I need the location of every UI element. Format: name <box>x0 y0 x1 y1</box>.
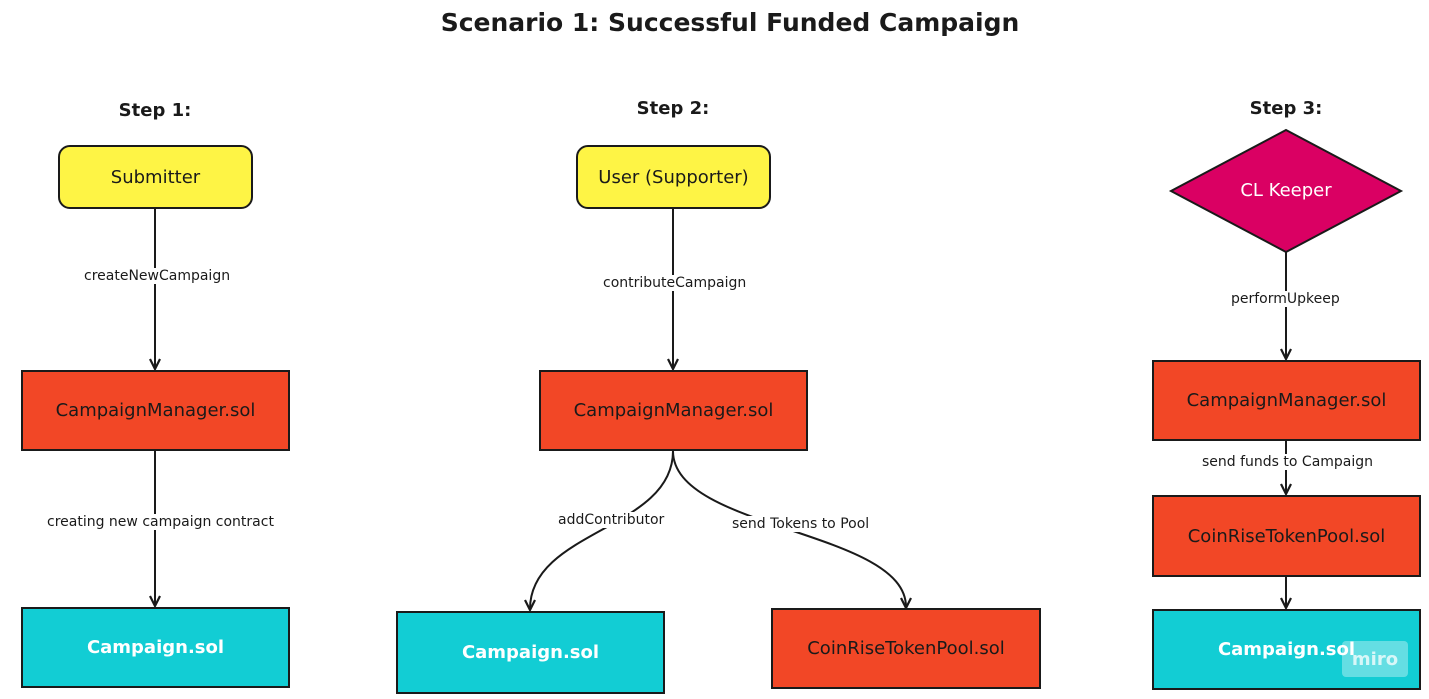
diagram-title: Scenario 1: Successful Funded Campaign <box>440 8 1020 37</box>
token-pool-node-step3: CoinRiseTokenPool.sol <box>1152 495 1421 577</box>
campaign-manager-node-step2: CampaignManager.sol <box>539 370 808 451</box>
submitter-node: Submitter <box>58 145 253 209</box>
token-pool-node-step2: CoinRiseTokenPool.sol <box>771 608 1041 689</box>
campaign-manager-node-step1: CampaignManager.sol <box>21 370 290 451</box>
step-3-heading: Step 3: <box>1249 98 1323 119</box>
contribute-campaign-label: contributeCampaign <box>601 275 749 291</box>
send-tokens-label: send Tokens to Pool <box>730 516 872 532</box>
miro-watermark: miro <box>1342 641 1408 677</box>
perform-upkeep-label: performUpkeep <box>1229 291 1342 307</box>
campaign-manager-node-step3: CampaignManager.sol <box>1152 360 1421 441</box>
send-funds-label: send funds to Campaign <box>1200 454 1376 470</box>
campaign-node-step1: Campaign.sol <box>21 607 290 688</box>
edge-manager-to-campaign-curve <box>530 450 674 609</box>
creating-campaign-label: creating new campaign contract <box>45 514 276 530</box>
add-contributor-label: addContributor <box>556 512 667 528</box>
campaign-node-step2: Campaign.sol <box>396 611 665 694</box>
step-2-heading: Step 2: <box>636 98 710 119</box>
step-1-heading: Step 1: <box>118 100 192 121</box>
create-new-campaign-label: createNewCampaign <box>82 268 233 284</box>
user-supporter-node: User (Supporter) <box>576 145 771 209</box>
cl-keeper-label: CL Keeper <box>1240 180 1332 201</box>
campaign-node-step3: Campaign.sol <box>1152 609 1421 690</box>
